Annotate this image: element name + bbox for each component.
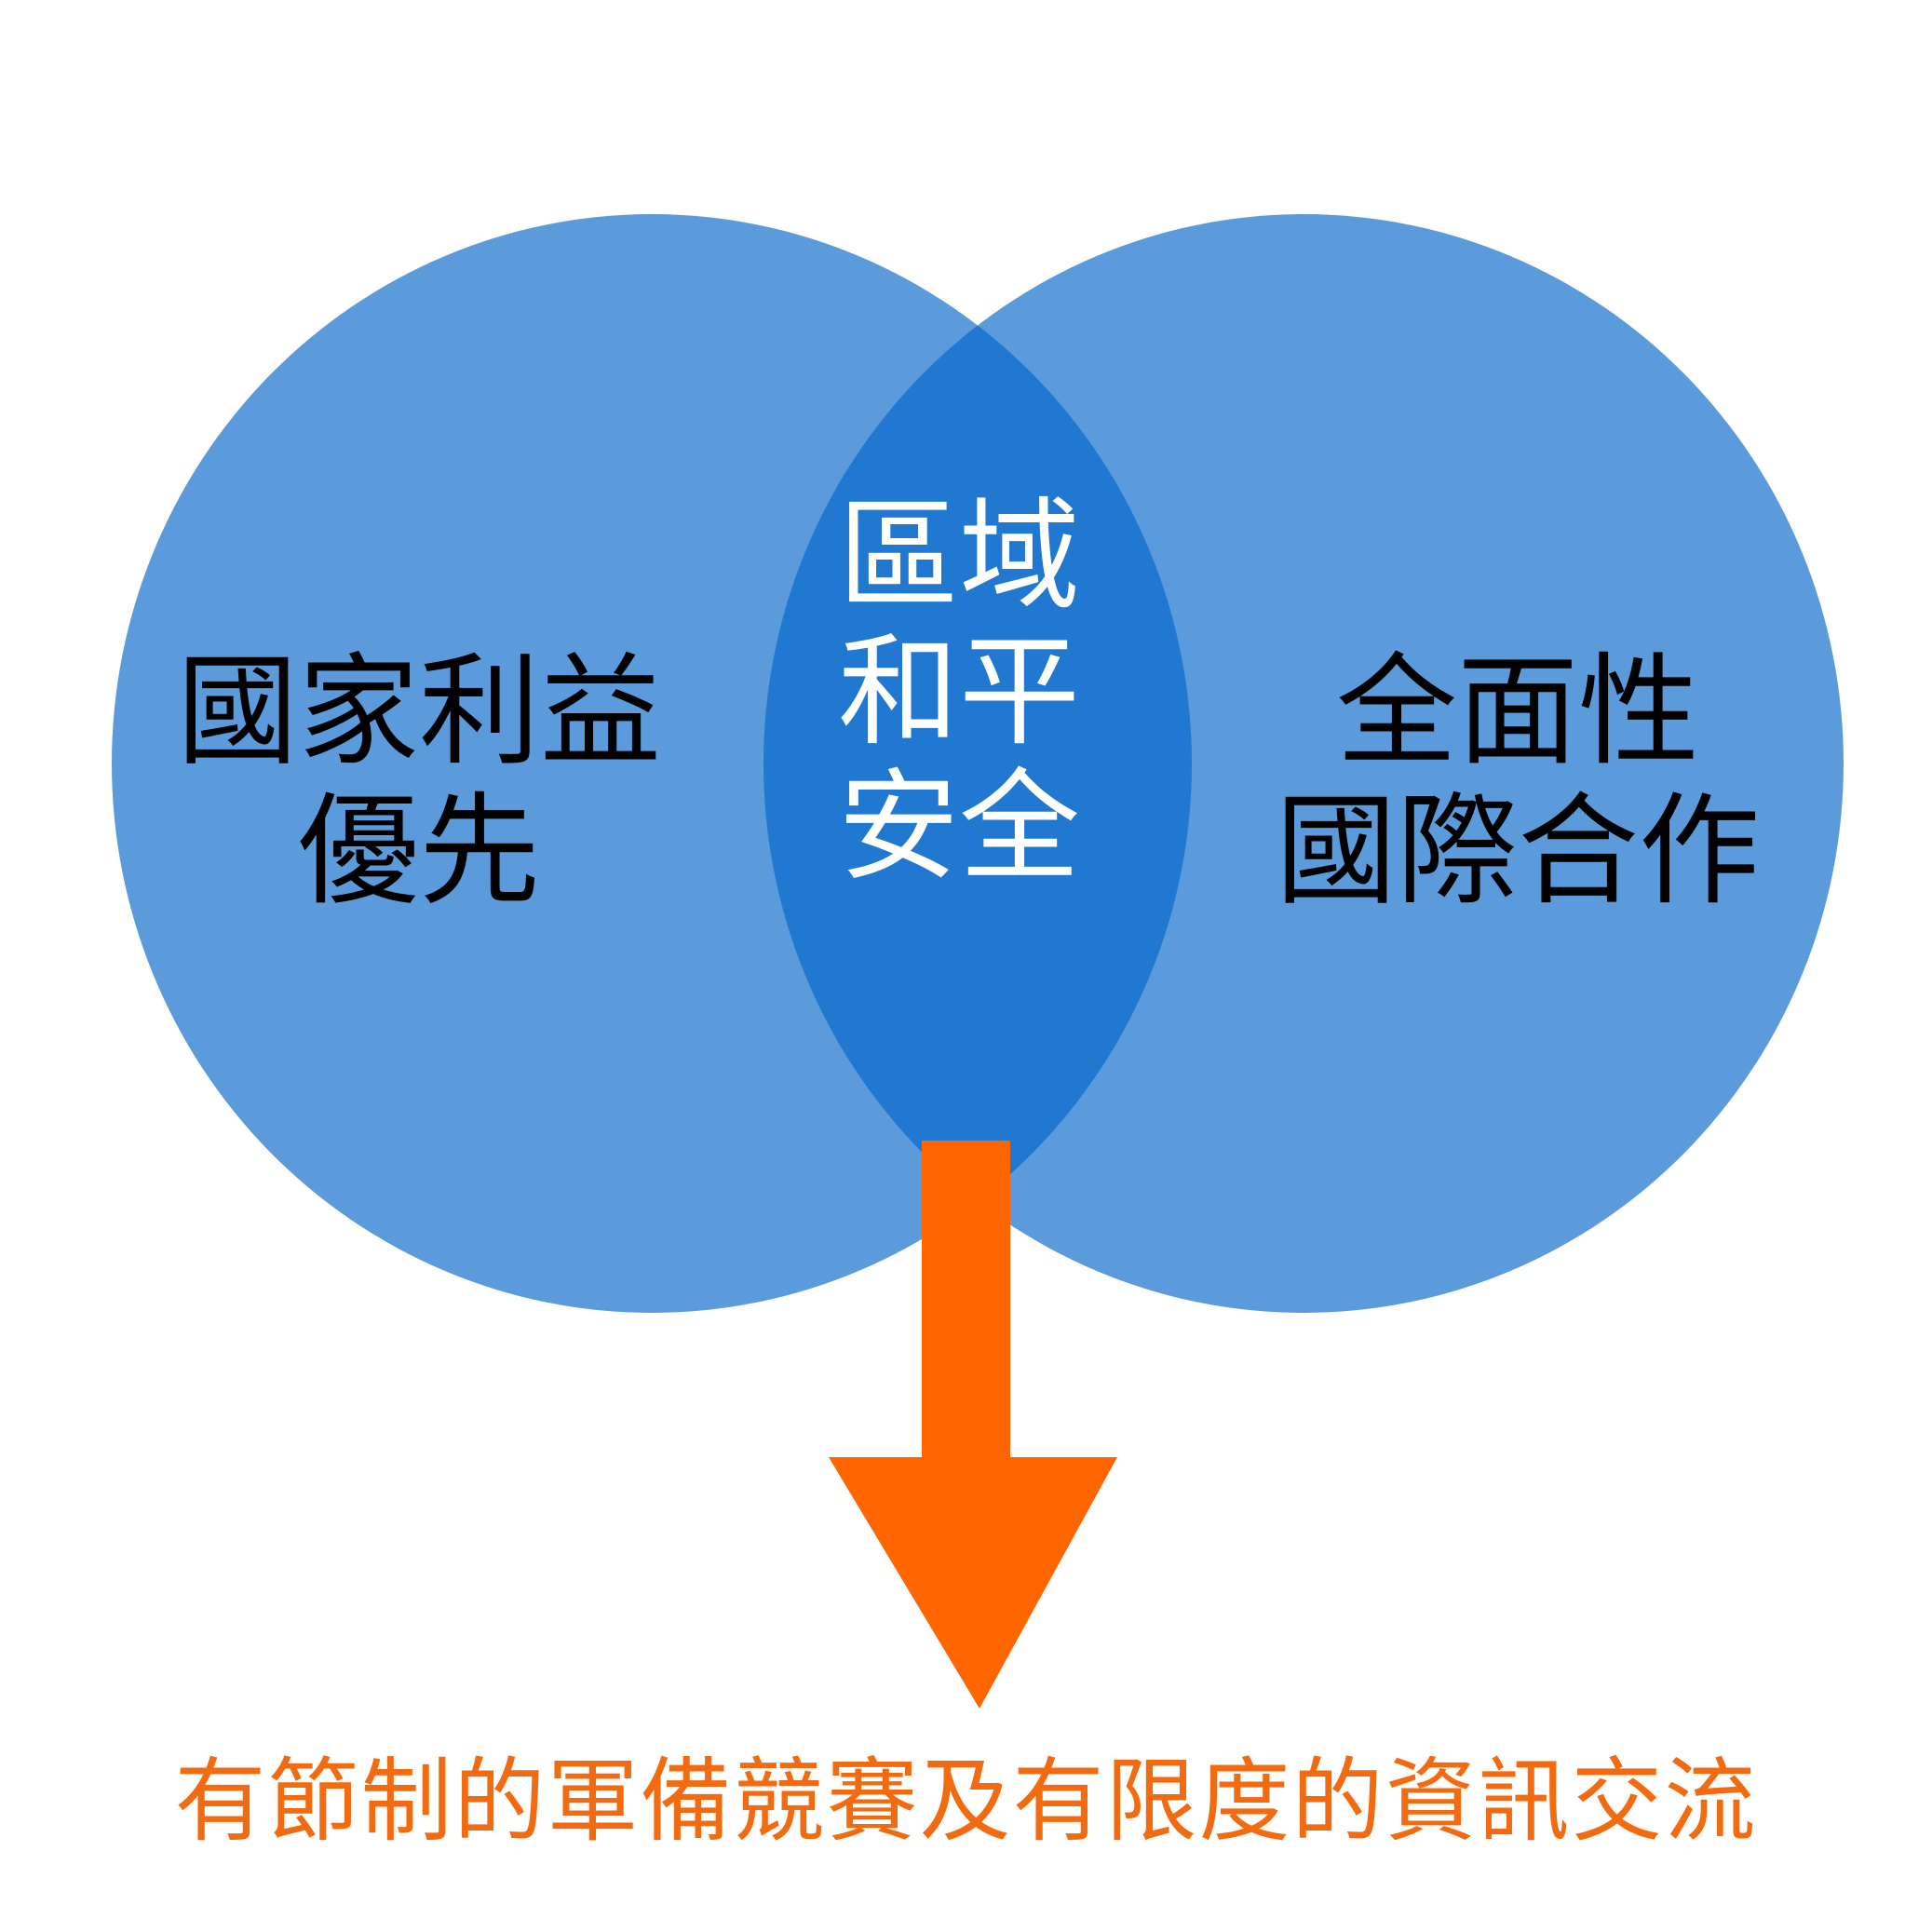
right-label-line-2: 國際合作 xyxy=(1275,779,1760,922)
left-label-line-1: 國家利益 xyxy=(176,641,661,782)
intersection-line-2: 和平 xyxy=(837,620,1080,763)
right-label-line-1: 全面性 xyxy=(1335,641,1699,782)
intersection-region xyxy=(763,214,1192,1313)
outcome-caption: 有節制的軍備競賽及有限度的資訊交流 xyxy=(174,1749,1758,1855)
intersection-label: 區域 和平 安全 xyxy=(791,485,1127,898)
left-circle-label: 國家利益 優先 xyxy=(121,642,717,921)
intersection-line-1: 區域 xyxy=(837,485,1080,627)
left-label-line-2: 優先 xyxy=(297,779,540,922)
intersection-line-3: 安全 xyxy=(837,756,1080,898)
down-arrow xyxy=(829,1141,1117,1709)
right-circle-label: 全面性 國際合作 xyxy=(1220,642,1816,921)
